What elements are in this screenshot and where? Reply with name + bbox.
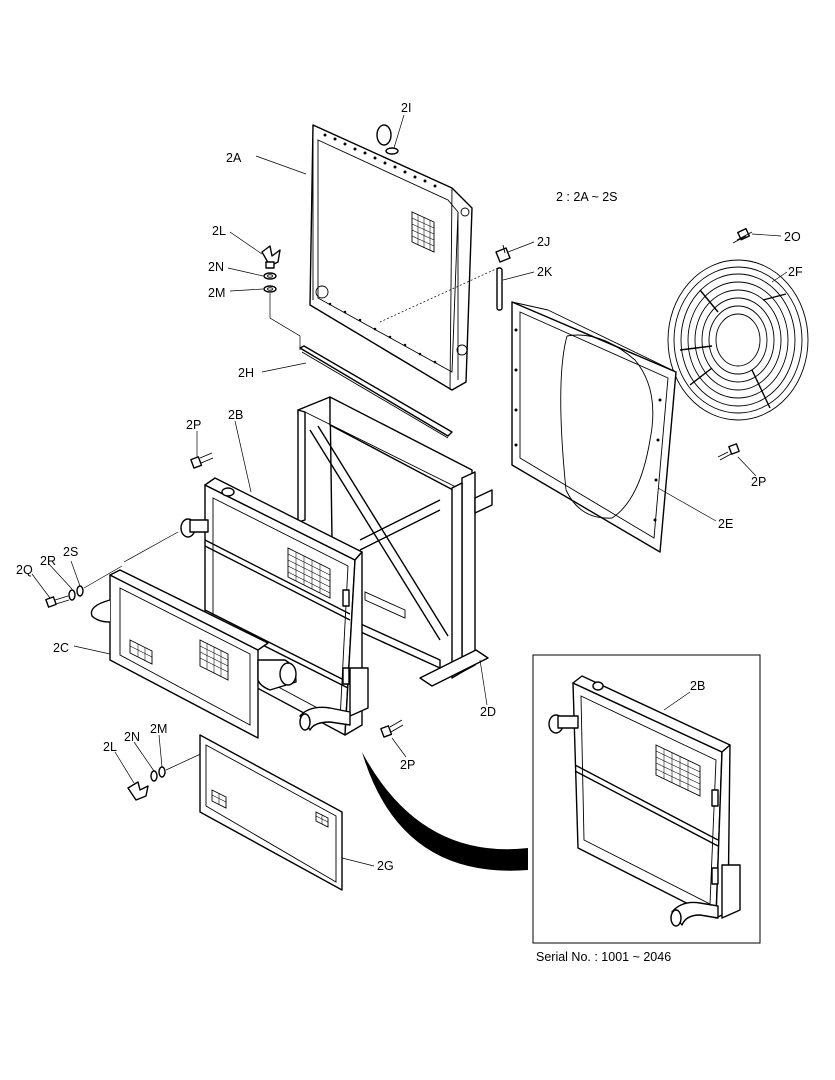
bolt-2P-upper (190, 452, 214, 469)
cooler-2C-mesh-b (199, 639, 229, 681)
callout-2C: 2C (53, 641, 69, 655)
bolt-2O (732, 227, 753, 244)
callout-2I: 2I (401, 101, 411, 115)
callout-2A: 2A (226, 151, 242, 165)
core-2B-mesh (287, 547, 331, 599)
callout-2O: 2O (784, 230, 801, 244)
bolt-2P-fanshroud (717, 443, 740, 461)
callout-2E: 2E (718, 517, 733, 531)
leader-lines (31, 114, 788, 867)
wingnut-set-bottom (127, 751, 206, 801)
wingnut-set-top (261, 245, 301, 350)
screen-panel-2G (199, 734, 343, 891)
fan-guard-2F (667, 259, 809, 421)
dashed-guide-2K (379, 267, 499, 323)
group-note: 2 : 2A ~ 2S (556, 190, 618, 204)
rod-2K (496, 267, 503, 311)
callout-2M-bot: 2M (150, 722, 167, 736)
callout-2H: 2H (238, 366, 254, 380)
callout-2S: 2S (63, 545, 78, 559)
panel-2G-mesh-a (211, 789, 227, 809)
callout-2P-a: 2P (186, 418, 201, 432)
cooler-2C-mesh-a (129, 639, 153, 665)
bolt-set-2Q-2R-2S (45, 531, 179, 608)
callout-2N-bot: 2N (124, 730, 140, 744)
inset-mesh (655, 744, 701, 797)
callout-2F: 2F (788, 265, 803, 279)
callout-2L-top: 2L (212, 224, 226, 238)
callout-2P-c: 2P (400, 758, 415, 772)
fan-shroud-2E (511, 301, 677, 553)
radiator-mesh (411, 211, 435, 253)
radiator-bottom-rivets (328, 302, 437, 364)
callout-2R: 2R (40, 554, 56, 568)
inset-pointer-arrow (362, 752, 528, 871)
bolt-2P-lower (380, 719, 404, 738)
callout-labels: 2I 2A 2 : 2A ~ 2S 2J 2K 2O 2F 2L 2N 2M 2… (16, 101, 803, 964)
callout-2B: 2B (228, 408, 243, 422)
bracket-2J (495, 244, 511, 263)
panel-2G-mesh-b (315, 811, 329, 828)
callout-2N-top: 2N (208, 260, 224, 274)
radiator-2A (309, 124, 473, 391)
callout-2L-bot: 2L (103, 740, 117, 754)
cooler-2C (90, 569, 351, 739)
callout-2G: 2G (377, 859, 394, 873)
callout-2K: 2K (537, 265, 553, 279)
callout-2B-inset: 2B (690, 679, 705, 693)
radiator-top-rivets (323, 133, 437, 188)
frame-2D (297, 396, 493, 687)
callout-2P-b: 2P (751, 475, 766, 489)
callout-2Q: 2Q (16, 563, 33, 577)
callout-2M-top: 2M (208, 286, 225, 300)
callout-2J: 2J (537, 235, 550, 249)
inset-frame (532, 654, 761, 944)
callout-2D: 2D (480, 705, 496, 719)
strip-2H (299, 345, 453, 439)
core-2B-inset (548, 675, 741, 927)
serial-note: Serial No. : 1001 ~ 2046 (536, 950, 671, 964)
